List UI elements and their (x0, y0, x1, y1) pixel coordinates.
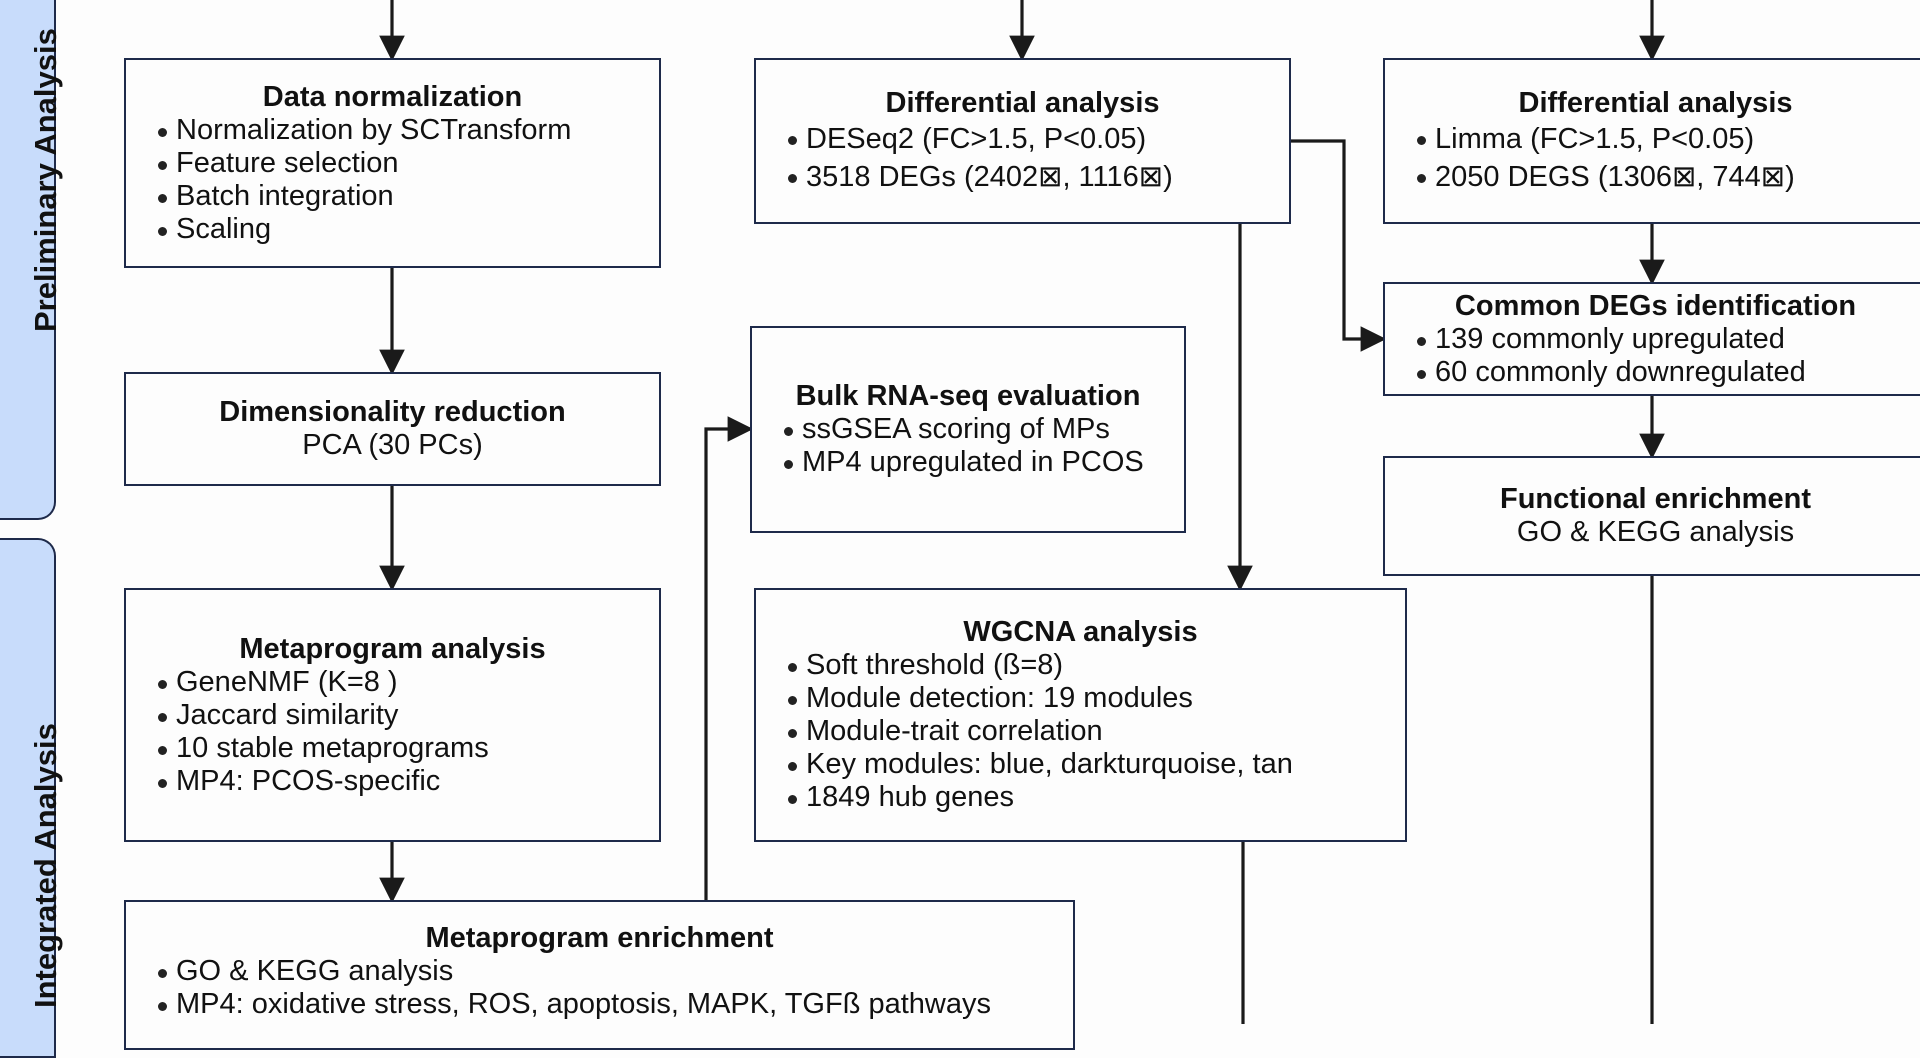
dimensionality-reduction-title: Dimensionality reduction (219, 396, 566, 428)
dimensionality-reduction-box: Dimensionality reduction PCA (30 PCs) (124, 372, 661, 486)
connector-layer (379, 0, 1665, 1024)
list-item: Module detection: 19 modules (784, 682, 1377, 715)
metaprogram-analysis-box: Metaprogram analysis GeneNMF (K=8 ) Jacc… (124, 588, 661, 842)
list-item: Module-trait correlation (784, 715, 1377, 748)
common-degs-box: Common DEGs identification 139 commonly … (1383, 282, 1920, 396)
common-degs-title: Common DEGs identification (1454, 289, 1857, 322)
metaprogram-enrichment-title: Metaprogram enrichment (425, 922, 774, 954)
list-item: Key modules: blue, darkturquoise, tan (784, 748, 1377, 781)
list-item: 139 commonly upregulated (1413, 323, 1898, 356)
list-item: ssGSEA scoring of MPs (780, 413, 1156, 446)
arrow-deseq-to-common-degs (1290, 139, 1387, 352)
list-item: 1849 hub genes (784, 781, 1377, 814)
list-item: Limma (FC>1.5, P<0.05) (1413, 120, 1898, 158)
integrated-analysis-band (0, 538, 56, 1058)
differential-analysis-deseq-title: Differential analysis (885, 86, 1160, 119)
list-item: Normalization by SCTransform (154, 114, 631, 147)
bulk-rnaseq-evaluation-box: Bulk RNA-seq evaluation ssGSEA scoring o… (750, 326, 1186, 533)
list-item: Feature selection (154, 147, 631, 180)
functional-enrichment-title: Functional enrichment (1500, 483, 1811, 515)
differential-analysis-deseq-list: DESeq2 (FC>1.5, P<0.05) 3518 DEGs (2402⊠… (784, 120, 1261, 196)
differential-analysis-limma-list: Limma (FC>1.5, P<0.05) 2050 DEGS (1306⊠,… (1413, 120, 1898, 196)
preliminary-analysis-band (0, 0, 56, 520)
list-item: GeneNMF (K=8 ) (154, 666, 631, 699)
list-item: Batch integration (154, 180, 631, 213)
list-item: Jaccard similarity (154, 699, 631, 732)
metaprogram-analysis-title: Metaprogram analysis (239, 632, 546, 665)
differential-analysis-limma-box: Differential analysis Limma (FC>1.5, P<0… (1383, 58, 1920, 224)
list-item: 3518 DEGs (2402⊠, 1116⊠) (784, 158, 1261, 196)
data-normalization-list: Normalization by SCTransform Feature sel… (154, 114, 631, 246)
functional-enrichment-subtitle: GO & KEGG analysis (1516, 516, 1795, 548)
list-item: 2050 DEGS (1306⊠, 744⊠) (1413, 158, 1898, 196)
list-item: 10 stable metaprograms (154, 732, 631, 765)
data-normalization-title: Data normalization (262, 80, 523, 113)
list-item: MP4: PCOS-specific (154, 765, 631, 798)
list-item: 60 commonly downregulated (1413, 356, 1898, 389)
common-degs-list: 139 commonly upregulated 60 commonly dow… (1413, 323, 1898, 389)
list-item: MP4 upregulated in PCOS (780, 446, 1156, 479)
metaprogram-enrichment-box: Metaprogram enrichment GO & KEGG analysi… (124, 900, 1075, 1050)
list-item: GO & KEGG analysis (154, 955, 1045, 988)
differential-analysis-deseq-box: Differential analysis DESeq2 (FC>1.5, P<… (754, 58, 1291, 224)
data-normalization-box: Data normalization Normalization by SCTr… (124, 58, 661, 268)
arrow-enrichment-to-bulk-rnaseq (704, 416, 754, 900)
list-item: MP4: oxidative stress, ROS, apoptosis, M… (154, 988, 1045, 1021)
list-item: DESeq2 (FC>1.5, P<0.05) (784, 120, 1261, 158)
differential-analysis-limma-title: Differential analysis (1518, 86, 1793, 119)
metaprogram-analysis-list: GeneNMF (K=8 ) Jaccard similarity 10 sta… (154, 666, 631, 798)
functional-enrichment-box: Functional enrichment GO & KEGG analysis (1383, 456, 1920, 576)
metaprogram-enrichment-list: GO & KEGG analysis MP4: oxidative stress… (154, 955, 1045, 1021)
bulk-rnaseq-evaluation-title: Bulk RNA-seq evaluation (795, 380, 1141, 412)
dimensionality-reduction-subtitle: PCA (30 PCs) (302, 429, 483, 461)
wgcna-analysis-box: WGCNA analysis Soft threshold (ß=8) Modu… (754, 588, 1407, 842)
wgcna-analysis-list: Soft threshold (ß=8) Module detection: 1… (784, 649, 1377, 814)
list-item: Scaling (154, 213, 631, 246)
wgcna-analysis-title: WGCNA analysis (963, 616, 1198, 648)
bulk-rnaseq-evaluation-list: ssGSEA scoring of MPs MP4 upregulated in… (780, 413, 1156, 479)
list-item: Soft threshold (ß=8) (784, 649, 1377, 682)
